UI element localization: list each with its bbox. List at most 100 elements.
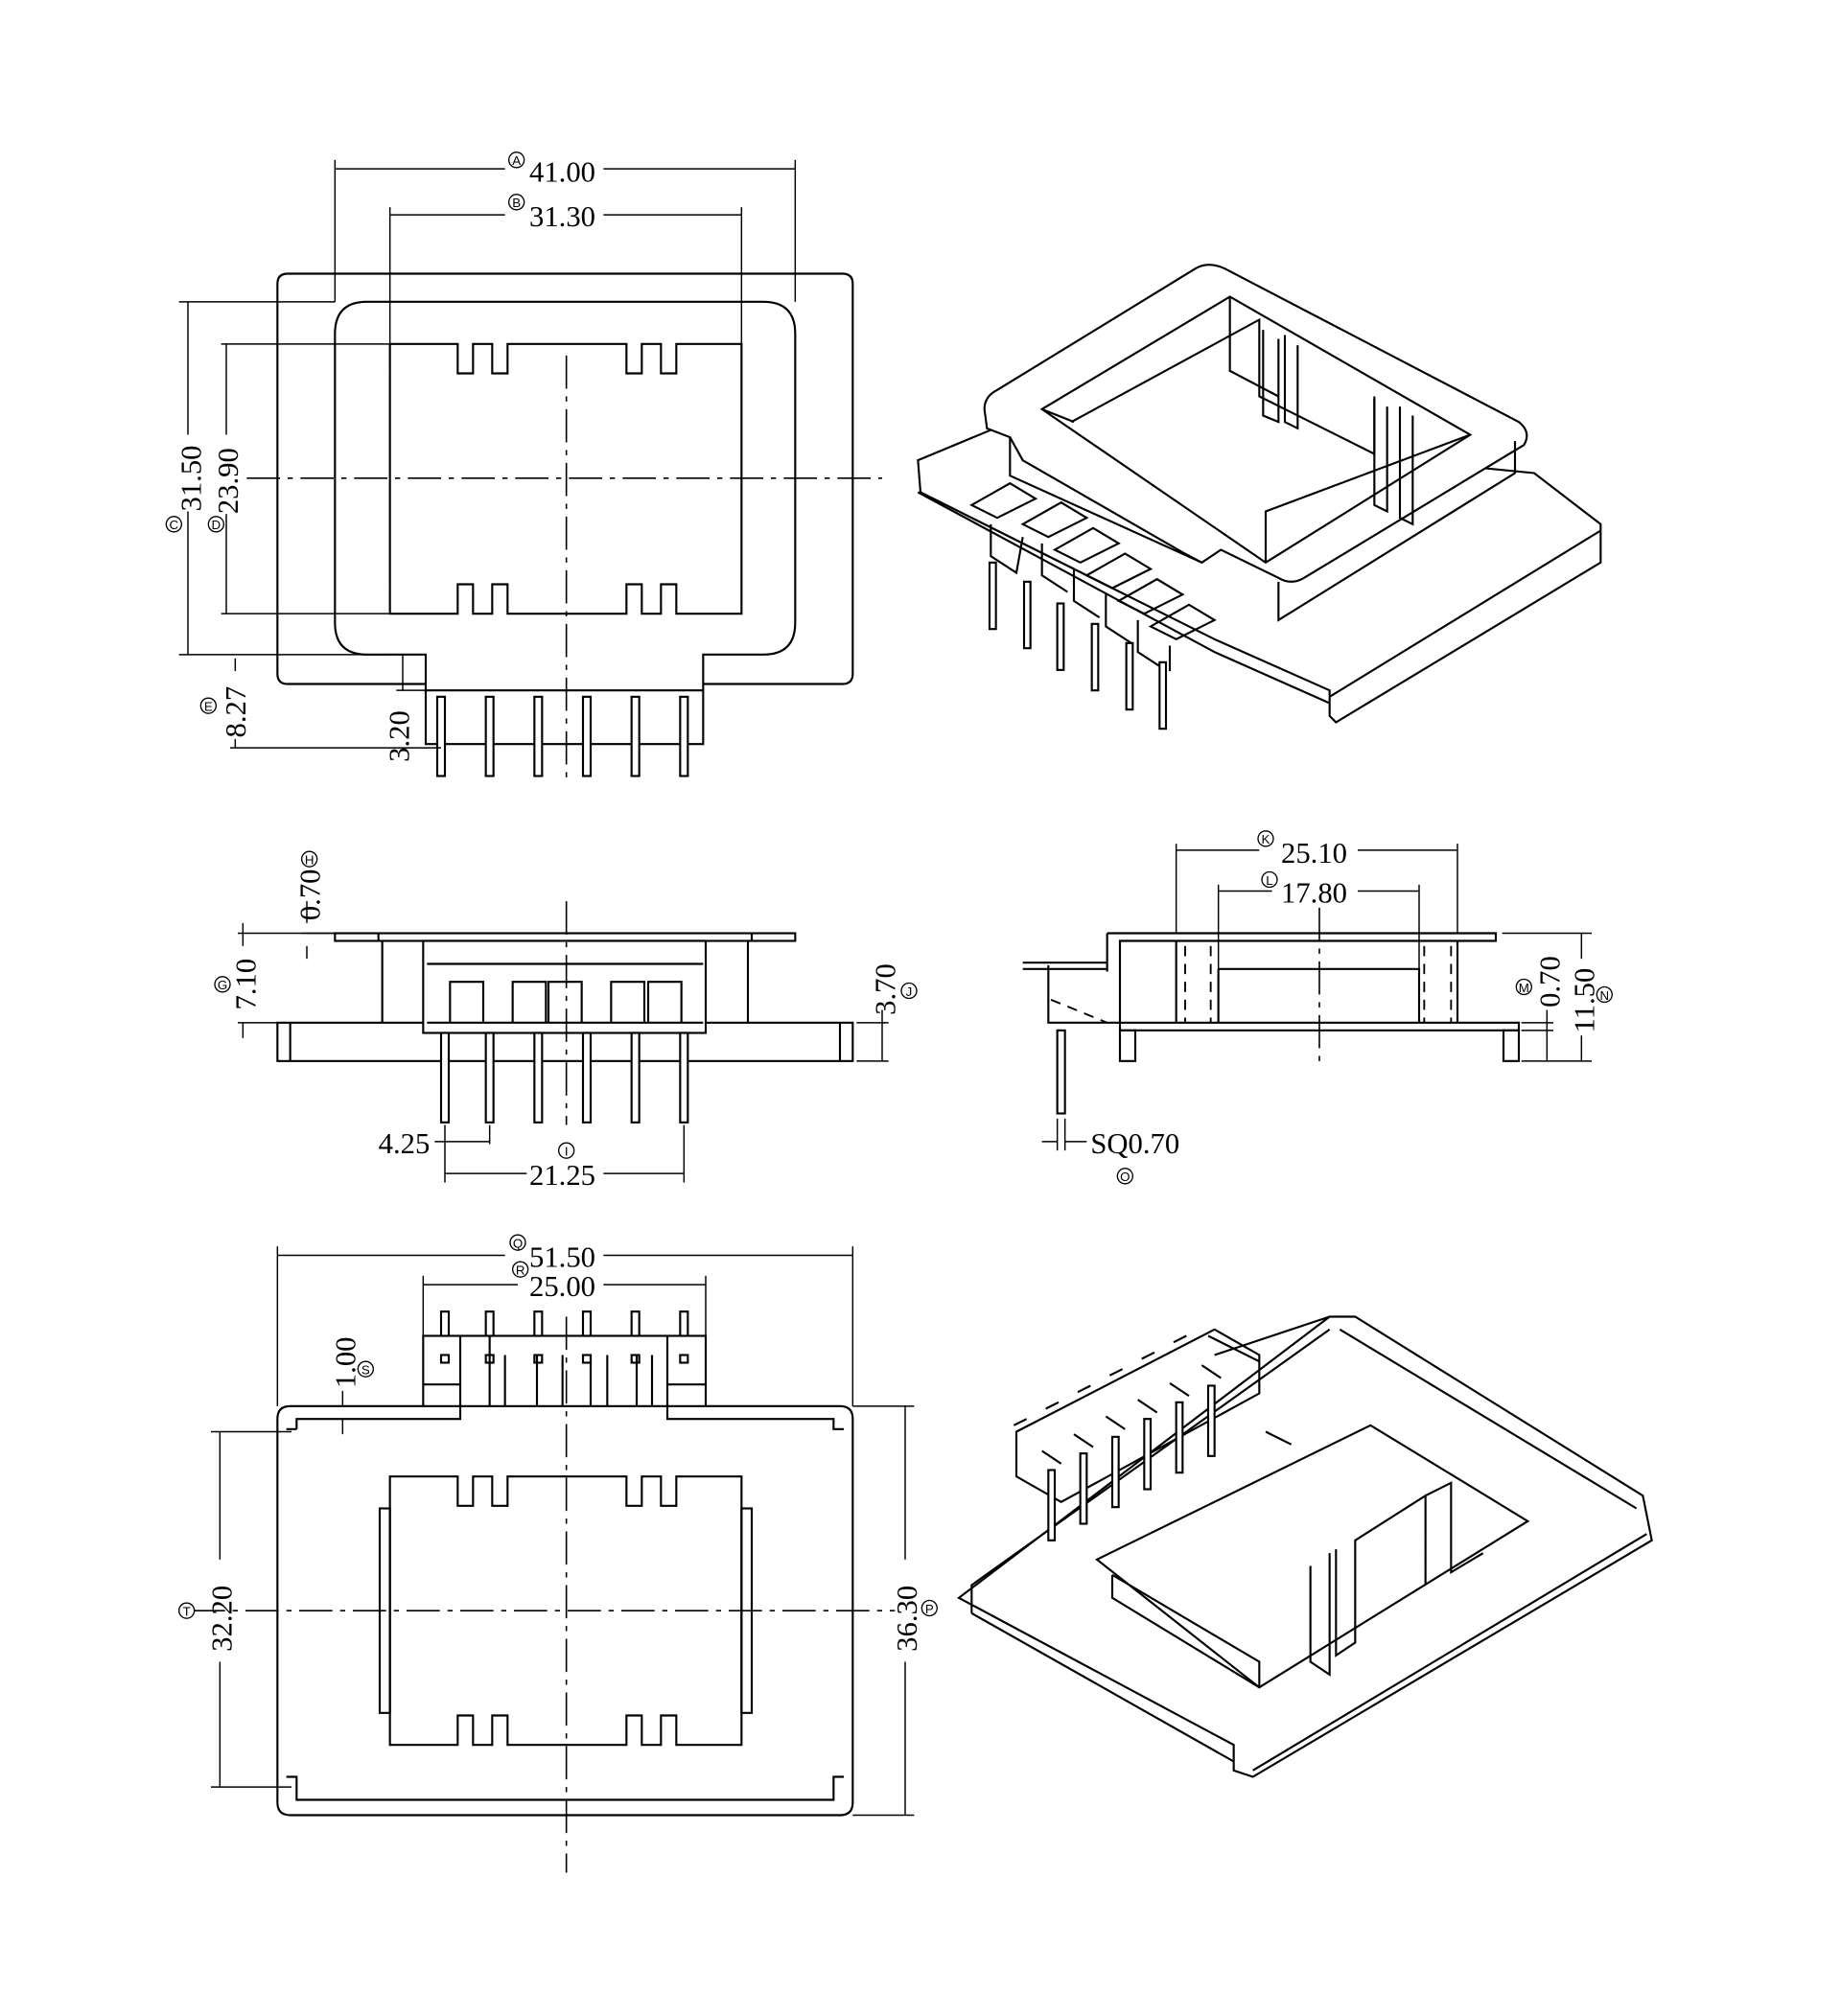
isometric-view-top [917,264,1602,730]
pin-block [1022,962,1120,1024]
top-frame [983,264,1528,583]
bottom-view: Q 51.50 R 25.00 1.00 S 32.20 T 36.30 P [178,1234,938,1873]
pin [533,695,544,777]
top-flange [1106,932,1498,1023]
dimension-R: R 25.00 [422,1261,707,1336]
pin [679,1310,689,1337]
svg-text:O: O [1120,1170,1130,1184]
iso-pins-top [969,481,1217,730]
pin [533,1310,544,1337]
pin [484,1310,495,1337]
pin [484,695,495,777]
svg-text:N: N [1600,988,1610,1003]
pin-block [424,689,705,746]
core-opening [1095,1424,1530,1689]
pin [630,1031,641,1124]
pin-block [422,1334,708,1407]
front-view: 0.70 H 7.10 G 3.70 J 4.25 I 21.25 [214,850,918,1192]
svg-text:7.10: 7.10 [230,959,263,1010]
dimension-I: I 21.25 [444,1124,686,1192]
svg-text:0.70: 0.70 [293,869,326,921]
pin [1056,1029,1066,1115]
isometric-view-bottom [957,1315,1653,1778]
pin [1022,580,1032,650]
dimension-M: 0.70 M [1515,956,1567,1061]
svg-text:25.10: 25.10 [1281,837,1347,869]
dimension-G: 7.10 G [214,922,336,1038]
foot [1118,1029,1137,1062]
svg-text:41.00: 41.00 [529,156,595,189]
svg-text:J: J [906,985,913,999]
dimension-L: L 17.80 [1217,870,1420,969]
dimension-O: SQ0.70 O [1041,1118,1179,1185]
pin [1206,1384,1216,1457]
pin [1047,1469,1057,1541]
svg-text:0.70: 0.70 [1534,956,1567,1008]
front-view-pins [439,1031,689,1124]
pin [533,1031,544,1124]
svg-text:36.30: 36.30 [891,1586,923,1652]
pin [988,561,997,631]
pin [484,1031,495,1124]
dimension-T: 32.20 T [178,1430,291,1788]
pin-block [422,939,708,1034]
svg-text:L: L [1266,873,1272,888]
pin [581,1031,593,1124]
dimension-Q: Q 51.50 [276,1234,854,1406]
base-plate [957,1315,1653,1778]
svg-text:3.70: 3.70 [869,963,901,1015]
pin [1110,1435,1120,1509]
outer-outline [276,1404,854,1817]
svg-text:8.27: 8.27 [220,686,252,738]
svg-text:31.30: 31.30 [529,200,595,233]
dimension-pin-pitch: 4.25 [379,1124,491,1160]
svg-text:G: G [218,978,227,992]
side-view: K 25.10 L 17.80 0.70 M 11.50 N SQ0.70 O [1022,830,1613,1185]
dimension-S: 1.00 S [330,1337,374,1435]
svg-text:P: P [925,1602,934,1616]
top-view: A 41.00 B 31.30 31.50 C 23.90 D 8.27 E 3… [165,151,882,783]
svg-text:4.25: 4.25 [379,1127,431,1160]
svg-text:E: E [204,700,213,714]
pin [1143,1418,1153,1491]
pin [630,695,641,777]
dimension-C: 31.50 C [165,301,390,656]
divider-ribs [1262,330,1414,526]
bottom-view-pins [439,1310,689,1364]
pin [581,1310,593,1337]
pin [1175,1401,1184,1474]
pin [439,1310,451,1337]
svg-text:17.80: 17.80 [1281,877,1347,910]
inner-rim [286,1403,844,1801]
dimension-K: K 25.10 [1175,830,1458,934]
svg-text:H: H [305,853,315,868]
pin [679,695,689,777]
svg-text:T: T [183,1605,191,1619]
core-ribs [1309,1481,1484,1677]
dimension-H: 0.70 H [293,850,336,960]
svg-text:B: B [512,196,521,210]
core-window [388,1475,743,1747]
svg-text:32.20: 32.20 [205,1586,238,1652]
pin [1158,660,1168,730]
pin [439,1031,451,1124]
svg-text:I: I [565,1145,569,1159]
svg-text:Q: Q [513,1237,523,1251]
svg-text:51.50: 51.50 [529,1241,595,1274]
dimension-D: 23.90 D [207,343,390,614]
pin [1056,602,1065,671]
svg-text:11.50: 11.50 [1569,968,1601,1033]
svg-text:R: R [516,1263,525,1278]
pin [679,1031,689,1124]
pin [1125,641,1134,711]
dimension-B: B 31.30 [388,194,743,344]
inner-flange-outline [334,300,797,691]
dimension-P: 36.30 P [852,1405,938,1817]
svg-text:A: A [512,153,521,168]
top-view-pins [435,695,689,777]
pin [1090,622,1100,692]
svg-text:21.25: 21.25 [529,1159,595,1192]
svg-text:M: M [1519,981,1529,995]
foot [1502,1029,1521,1062]
